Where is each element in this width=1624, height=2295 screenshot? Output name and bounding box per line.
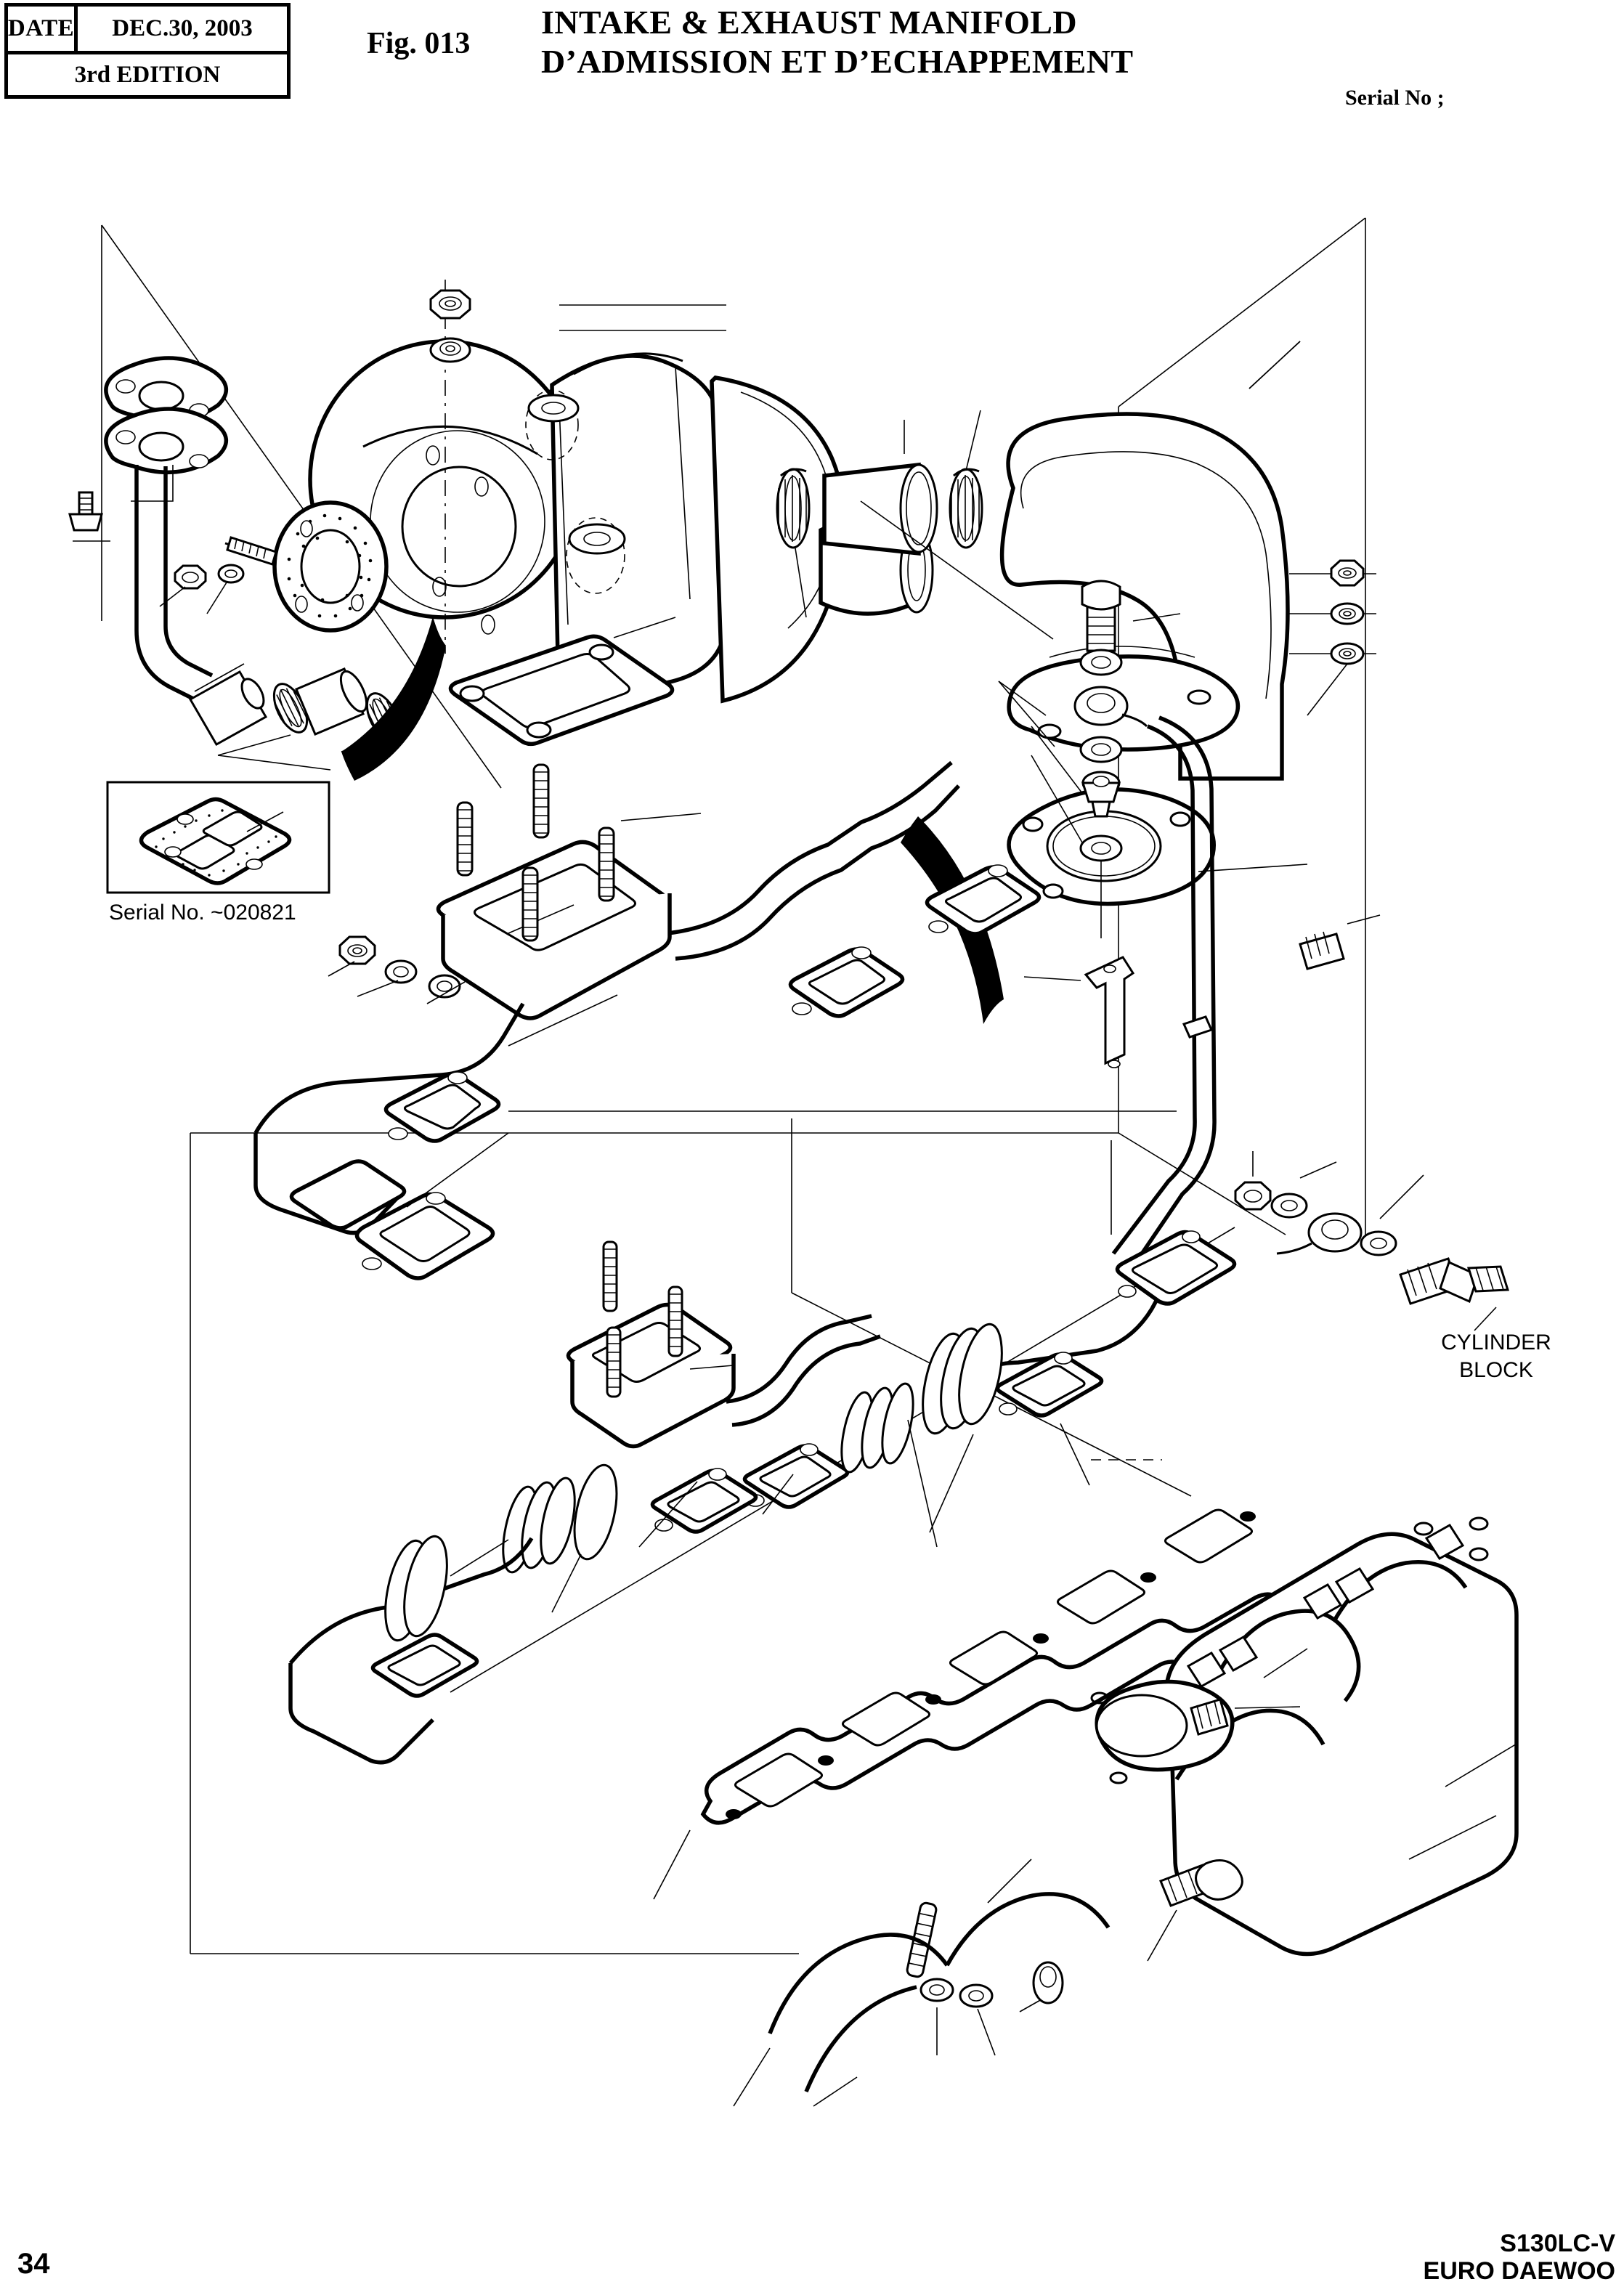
date-label: DATE bbox=[8, 7, 78, 51]
model-code: S130LC-V bbox=[1500, 2230, 1615, 2257]
hose-clamp-a bbox=[272, 683, 309, 734]
figure-number: Fig. 013 bbox=[367, 27, 471, 60]
banjo-eye-upper bbox=[1073, 686, 1148, 728]
bottom-washer-set bbox=[919, 1978, 996, 2056]
exhaust-port-flange-2 bbox=[925, 864, 1042, 936]
lower-pad-studs bbox=[602, 1240, 734, 1398]
turbo-mounting-gasket bbox=[272, 500, 389, 633]
intake-manifold-bolt bbox=[1147, 1859, 1243, 1962]
lower-port-flange-4 bbox=[370, 1633, 479, 1698]
date-row: DATE DEC.30, 2003 bbox=[8, 7, 287, 54]
model-designation: S130LC-V EURO DAEWOO bbox=[1424, 2230, 1615, 2285]
inset-serial-caption: Serial No. ~020821 bbox=[109, 901, 296, 925]
lower-leaders bbox=[551, 1474, 1519, 2107]
brand-name: EURO DAEWOO bbox=[1423, 2257, 1615, 2286]
exhaust-manifold-lower bbox=[288, 1230, 1237, 1765]
exhaust-port-gasket-loose bbox=[354, 1192, 495, 1280]
intake-manifold bbox=[733, 1516, 1519, 2107]
oil-drain-flange bbox=[104, 407, 228, 475]
lower-port-flange-2 bbox=[995, 1352, 1104, 1418]
intake-manifold-lugs bbox=[1186, 1523, 1465, 1689]
serial-number-inset bbox=[106, 781, 330, 894]
edition-label: 3rd EDITION bbox=[74, 61, 221, 88]
cylinder-block-stud bbox=[1399, 1257, 1510, 1331]
intake-manifold-stud bbox=[1190, 1698, 1301, 1736]
exhaust-port-flange-4 bbox=[289, 1159, 407, 1230]
cylinder-block-line1: CYLINDER bbox=[1441, 1331, 1551, 1354]
turbo-manifold-gasket bbox=[448, 617, 676, 747]
elbow-flange-gasket bbox=[1007, 787, 1308, 906]
turbo-nut-washer bbox=[429, 289, 726, 363]
cylinder-block-label: CYLINDER BLOCK bbox=[1416, 1329, 1576, 1384]
assembly-arrow-lower bbox=[901, 816, 1004, 1024]
manifold-stud-bolts bbox=[456, 763, 702, 942]
serial-no-label: Serial No ; bbox=[1345, 86, 1445, 110]
oil-drain-tube bbox=[104, 356, 268, 747]
line-clamp-bracket bbox=[1023, 956, 1214, 1068]
slip-joint-rings-1 bbox=[840, 1382, 938, 1548]
slip-joint-rings-2 bbox=[502, 1463, 618, 1574]
intake-clamp-left bbox=[776, 468, 811, 549]
page-number: 34 bbox=[17, 2248, 50, 2280]
bracket-bolt bbox=[1299, 914, 1381, 970]
oil-feed-line bbox=[998, 580, 1510, 1331]
lower-port-flange-3 bbox=[650, 1468, 758, 1534]
turbo-stud-hardware bbox=[159, 564, 245, 614]
banjo-eye-lower bbox=[1276, 1212, 1363, 1255]
intake-manifold-stud-front bbox=[906, 1901, 938, 1978]
cylinder-block-line2: BLOCK bbox=[1459, 1357, 1533, 1382]
title-french: D’ADMISSION ET D’ECHAPPEMENT bbox=[541, 43, 1134, 80]
date-edition-box: DATE DEC.30, 2003 3rd EDITION bbox=[4, 3, 291, 99]
lower-port-flange-1 bbox=[742, 1443, 850, 1509]
assembly-arrow-upper bbox=[341, 617, 446, 781]
intake-elbow-pipe bbox=[999, 341, 1301, 781]
turbo-stud-bolt bbox=[224, 536, 277, 566]
exhaust-port-flange-3 bbox=[383, 1071, 501, 1143]
intake-hose-assembly bbox=[776, 410, 1054, 640]
elbow-hardware bbox=[1289, 559, 1376, 716]
intake-clamp-right bbox=[949, 468, 983, 549]
manifold-nut-washer-set bbox=[328, 935, 466, 1004]
exhaust-manifold-upper bbox=[253, 760, 1042, 1280]
intake-manifold-port-boss bbox=[1090, 1679, 1235, 1784]
drain-flange-bolt bbox=[68, 465, 174, 542]
title-english: INTAKE & EXHAUST MANIFOLD bbox=[541, 4, 1077, 41]
date-value: DEC.30, 2003 bbox=[112, 15, 253, 41]
exhaust-port-flange-1 bbox=[788, 946, 905, 1018]
banjo-bolt-upper bbox=[1081, 580, 1181, 652]
intake-manifold-gasket bbox=[653, 1508, 1287, 1900]
